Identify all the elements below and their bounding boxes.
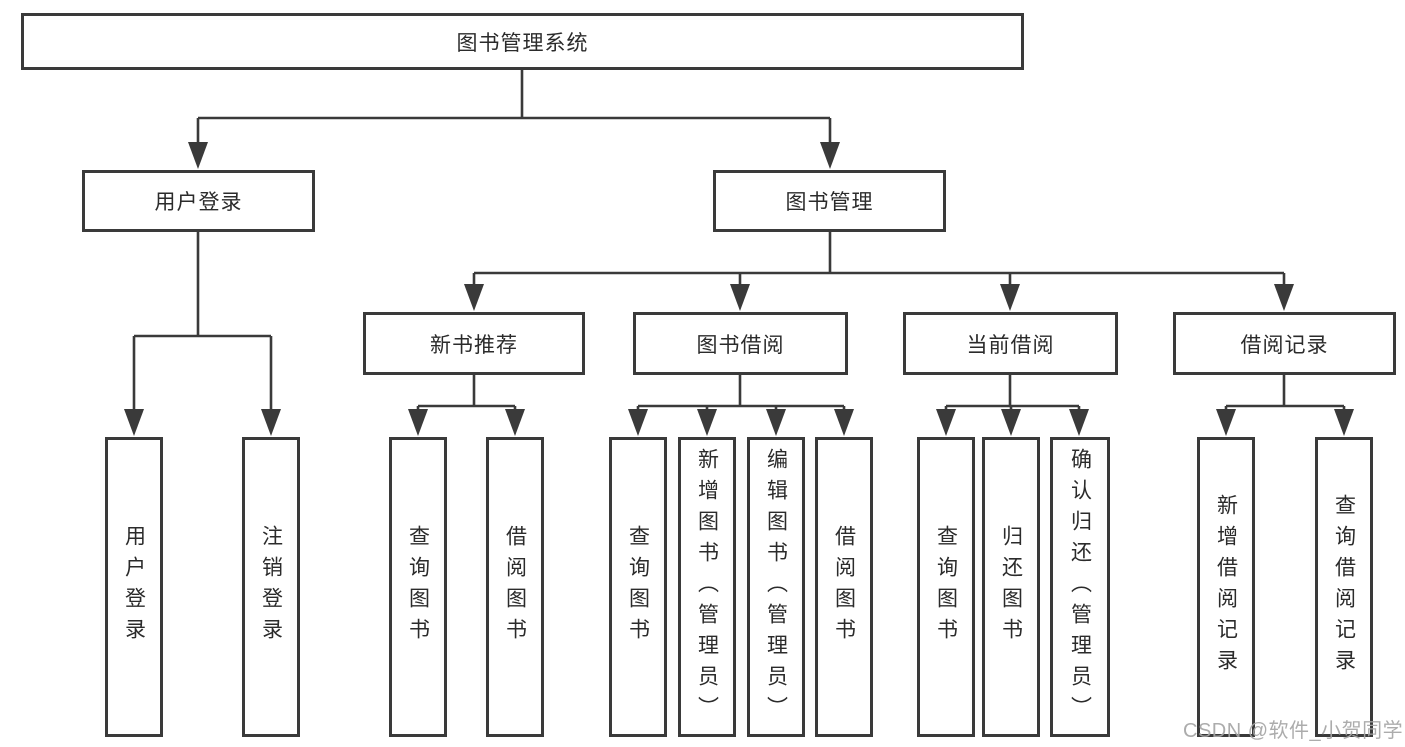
leaf-edit-books-admin: 编辑图书（管理员）: [747, 437, 805, 737]
leaf-user-login: 用户登录: [105, 437, 163, 737]
node-label: 查询图书: [626, 525, 650, 649]
leaf-logout: 注销登录: [242, 437, 300, 737]
node-user-login: 用户登录: [82, 170, 315, 232]
leaf-add-borrow-record: 新增借阅记录: [1197, 437, 1255, 737]
node-label: 确认归还（管理员）: [1068, 447, 1092, 727]
node-label: 查询图书: [406, 525, 430, 649]
connector-root: [196, 69, 832, 144]
node-label: 编辑图书（管理员）: [764, 447, 788, 727]
arrowheads: [124, 142, 1354, 436]
leaf-query-books-borrowing: 查询图书: [609, 437, 667, 737]
node-label: 图书管理系统: [456, 31, 589, 55]
node-label: 归还图书: [999, 525, 1023, 649]
node-label: 借阅图书: [503, 525, 527, 649]
node-label: 借阅图书: [832, 525, 856, 649]
node-new-book-recommendation: 新书推荐: [363, 312, 585, 375]
connector-recommend: [416, 375, 517, 411]
connector-user-login: [132, 232, 273, 410]
node-label: 新增借阅记录: [1214, 494, 1238, 680]
node-label: 图书管理: [785, 191, 874, 214]
node-label: 查询图书: [934, 525, 958, 649]
connector-current: [944, 375, 1081, 411]
connector-book-management: [472, 232, 1286, 286]
node-borrowing-records: 借阅记录: [1173, 312, 1396, 375]
leaf-add-books-admin: 新增图书（管理员）: [678, 437, 736, 737]
node-book-borrowing: 图书借阅: [633, 312, 848, 375]
csdn-watermark: CSDN @软件_小贺同学: [1183, 720, 1404, 742]
connector-records: [1224, 375, 1346, 411]
node-label: 查询借阅记录: [1332, 494, 1356, 680]
leaf-borrow-books: 借阅图书: [815, 437, 873, 737]
node-label: 新书推荐: [430, 333, 518, 357]
connector-borrowing: [636, 375, 846, 411]
leaf-return-books: 归还图书: [982, 437, 1040, 737]
node-label: 用户登录: [154, 191, 243, 214]
leaf-query-books-current: 查询图书: [917, 437, 975, 737]
node-book-management: 图书管理: [713, 170, 946, 232]
node-label: 用户登录: [122, 525, 146, 649]
leaf-query-borrow-record: 查询借阅记录: [1315, 437, 1373, 737]
node-label: 图书借阅: [696, 333, 785, 357]
leaf-borrow-books-recommend: 借阅图书: [486, 437, 544, 737]
node-label: 注销登录: [259, 525, 283, 649]
node-label: 当前借阅: [966, 333, 1055, 357]
leaf-confirm-return-admin: 确认归还（管理员）: [1050, 437, 1110, 737]
leaf-query-books-recommend: 查询图书: [389, 437, 447, 737]
node-library-management-system: 图书管理系统: [21, 13, 1024, 70]
node-label: 借阅记录: [1240, 333, 1329, 357]
node-label: 新增图书（管理员）: [695, 447, 719, 727]
node-current-borrowing: 当前借阅: [903, 312, 1118, 375]
